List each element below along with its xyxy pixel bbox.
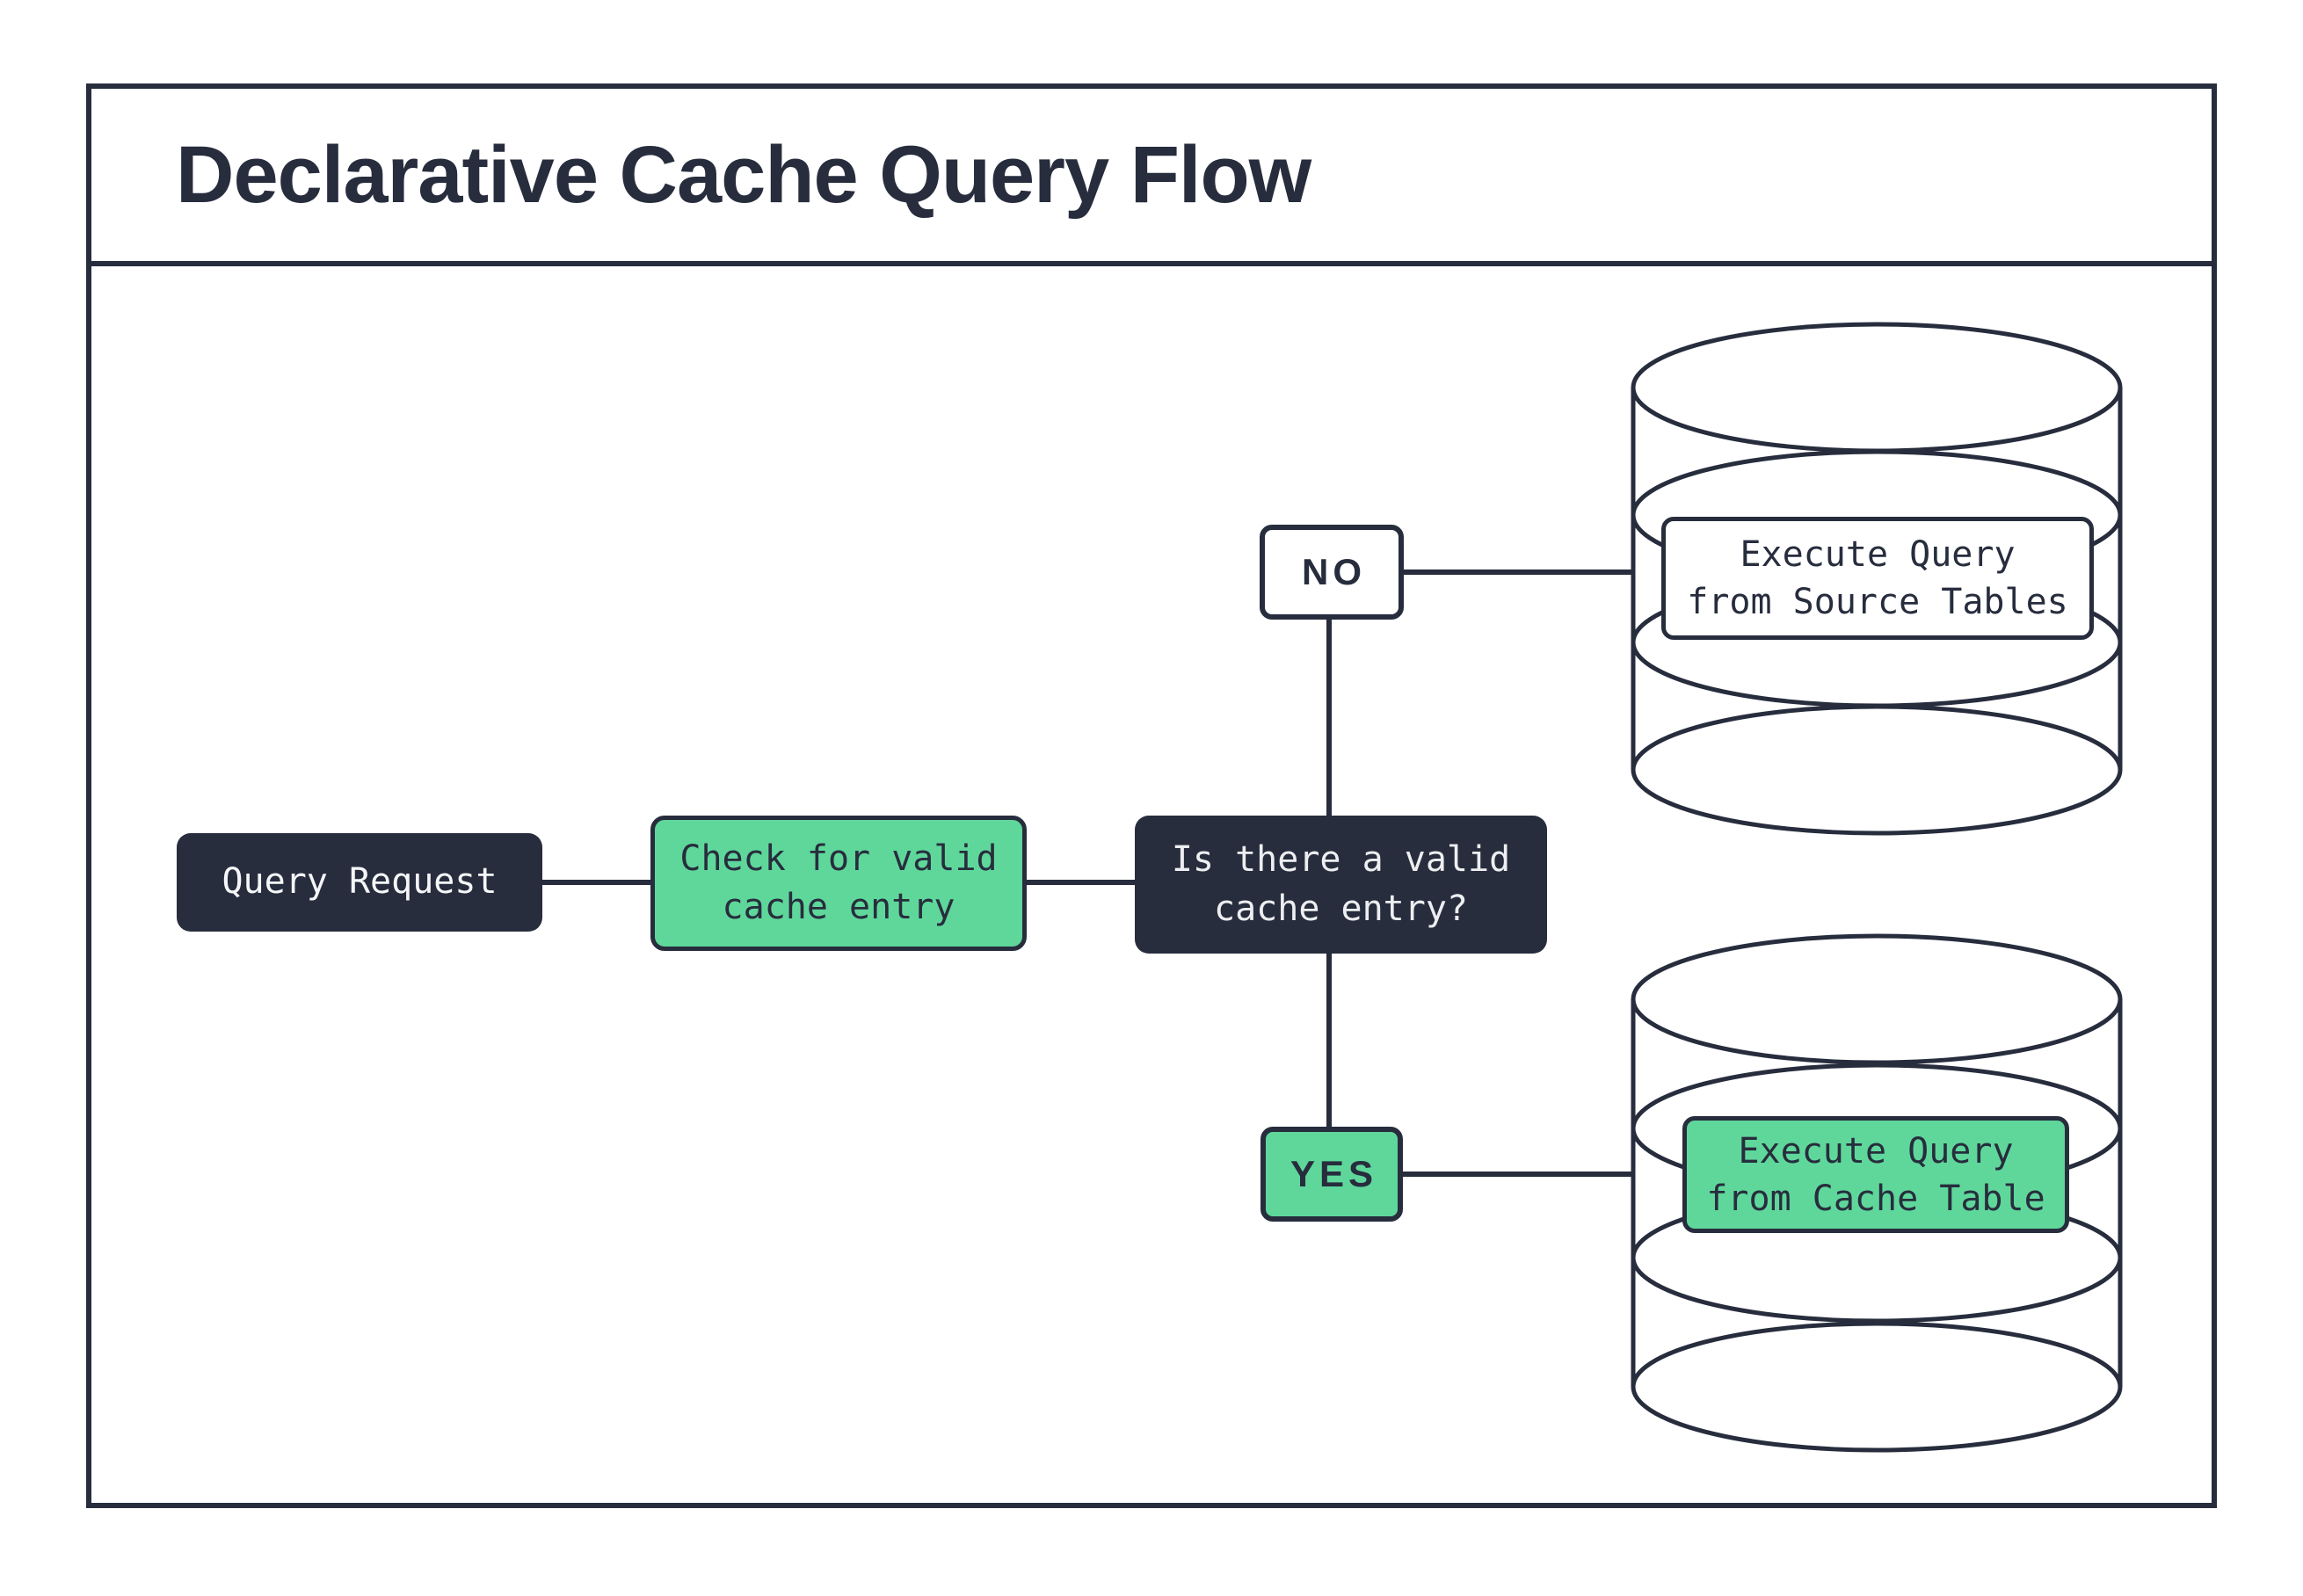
branch-yes-node: YES: [1260, 1127, 1403, 1222]
source-db-line1: Execute Query: [1740, 534, 2016, 575]
source-db-label: Execute Query from Source Tables: [1661, 517, 2094, 640]
node-query-request-label: Query Request: [222, 861, 498, 903]
source-db-line2: from Source Tables: [1687, 582, 2068, 622]
cache-db-line2: from Cache Table: [1706, 1178, 2045, 1219]
branch-yes-label: YES: [1290, 1153, 1378, 1194]
branch-no-node: NO: [1260, 525, 1404, 620]
diagram-frame: Declarative Cache Query Flow: [86, 83, 2217, 1508]
cache-db-line1: Execute Query: [1738, 1130, 2014, 1172]
node-decision: Is there a valid cache entry?: [1135, 816, 1547, 954]
diagram-header: Declarative Cache Query Flow: [91, 89, 2212, 266]
node-check-cache: Check for valid cache entry: [650, 816, 1027, 951]
node-decision-line2: cache entry?: [1214, 888, 1468, 929]
branch-no-label: NO: [1302, 551, 1366, 592]
node-check-cache-line2: cache entry: [722, 887, 955, 927]
node-decision-line1: Is there a valid: [1171, 839, 1511, 881]
node-query-request: Query Request: [177, 833, 542, 932]
page-title: Declarative Cache Query Flow: [176, 129, 1311, 220]
cache-database-icon: [1631, 933, 2123, 1453]
cache-db-label: Execute Query from Cache Table: [1682, 1116, 2069, 1233]
node-check-cache-line1: Check for valid: [679, 838, 998, 879]
